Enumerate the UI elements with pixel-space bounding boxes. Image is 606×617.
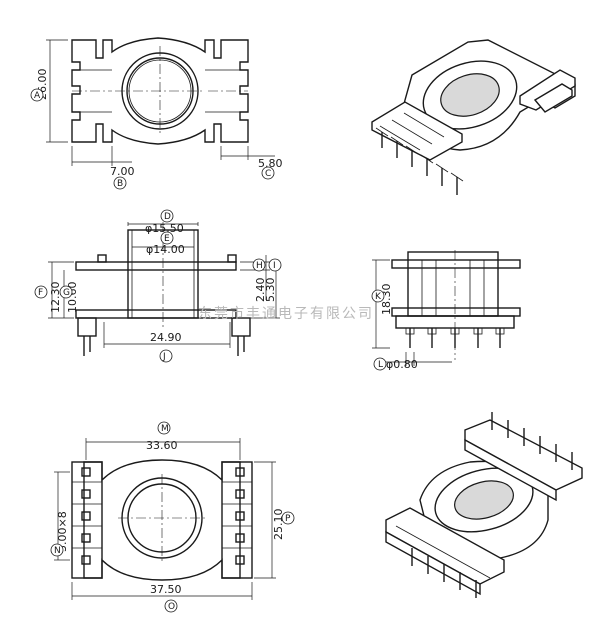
dim-outer-dia: φ15.50 bbox=[145, 222, 184, 235]
callout-c: C bbox=[265, 169, 271, 179]
dim-side-width: 24.90 bbox=[150, 331, 182, 344]
right-side-view: 18.30 K L φ0.80 bbox=[371, 250, 521, 371]
callout-b: B bbox=[117, 179, 123, 189]
callout-d: D bbox=[164, 212, 171, 222]
dim-side-pin-h: 2.40 bbox=[254, 278, 267, 303]
callout-e: E bbox=[164, 234, 170, 244]
watermark: 东莞市丰通电子有限公司 bbox=[198, 305, 374, 322]
callout-g: G bbox=[63, 288, 70, 298]
callout-o: O bbox=[168, 602, 175, 612]
callout-j: J bbox=[162, 352, 166, 362]
callout-a: A bbox=[34, 91, 41, 101]
dim-right-height: 18.30 bbox=[380, 284, 393, 316]
dim-bottom-width-inner: 33.60 bbox=[146, 439, 178, 452]
iso-view-bottom bbox=[385, 412, 583, 598]
dim-side-height-total: 12.30 bbox=[49, 282, 62, 314]
dim-bottom-width-outer: 37.50 bbox=[150, 583, 182, 596]
iso-view-top bbox=[371, 39, 576, 195]
dim-top-pin-offset: 7.00 bbox=[110, 165, 135, 178]
callout-m: M bbox=[161, 424, 169, 434]
callout-l: L bbox=[378, 360, 383, 370]
callout-p: P bbox=[285, 514, 291, 524]
dim-top-slot-width: 5.80 bbox=[258, 157, 283, 170]
side-view: D φ15.50 E φ14.00 12.30 10.60 F G 2.40 5… bbox=[34, 209, 282, 363]
dim-side-base-h: 5.30 bbox=[264, 278, 277, 303]
top-view: 26.00 A 7.00 B 5.80 C bbox=[30, 37, 283, 190]
dim-inner-dia: φ14.00 bbox=[146, 243, 185, 256]
callout-h: H bbox=[256, 261, 263, 271]
callout-k: K bbox=[375, 292, 382, 302]
dim-bottom-pitch: 5.00×8 bbox=[56, 511, 69, 552]
callout-i: I bbox=[273, 261, 276, 271]
dim-pin-dia: φ0.80 bbox=[386, 358, 418, 371]
callout-n: N bbox=[54, 546, 61, 556]
callout-f: F bbox=[38, 288, 43, 298]
bottom-view: M 33.60 5.00×8 N 25.10 P 37.50 O bbox=[50, 421, 295, 613]
dim-bottom-pad-height: 25.10 bbox=[272, 509, 285, 541]
